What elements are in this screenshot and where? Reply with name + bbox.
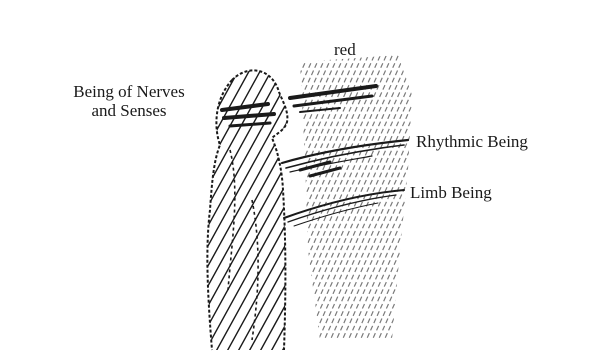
body-hatch-line — [258, 60, 420, 355]
figure-inner-line — [228, 150, 258, 340]
red-hatch-line — [280, 50, 413, 345]
red-hatch-line — [232, 50, 365, 345]
rhythmic-being-strokes — [282, 140, 408, 176]
label-limb-being: Limb Being — [410, 183, 492, 202]
body-hatch-line — [247, 60, 409, 355]
nerves-senses-strokes — [222, 86, 376, 126]
red-hatch-line — [274, 50, 407, 345]
label-being-of-nerves-and-senses: Being of Nerves and Senses — [54, 82, 204, 120]
limb-being-strokes — [284, 190, 404, 226]
label-red: red — [334, 40, 356, 59]
label-nerves-line2: and Senses — [54, 101, 204, 120]
body-hatch-line — [192, 60, 354, 355]
label-rhythmic-being: Rhythmic Being — [416, 132, 528, 151]
label-nerves-line1: Being of Nerves — [54, 82, 204, 101]
body-hatch-line — [214, 60, 376, 355]
red-hatch-line — [220, 50, 353, 345]
